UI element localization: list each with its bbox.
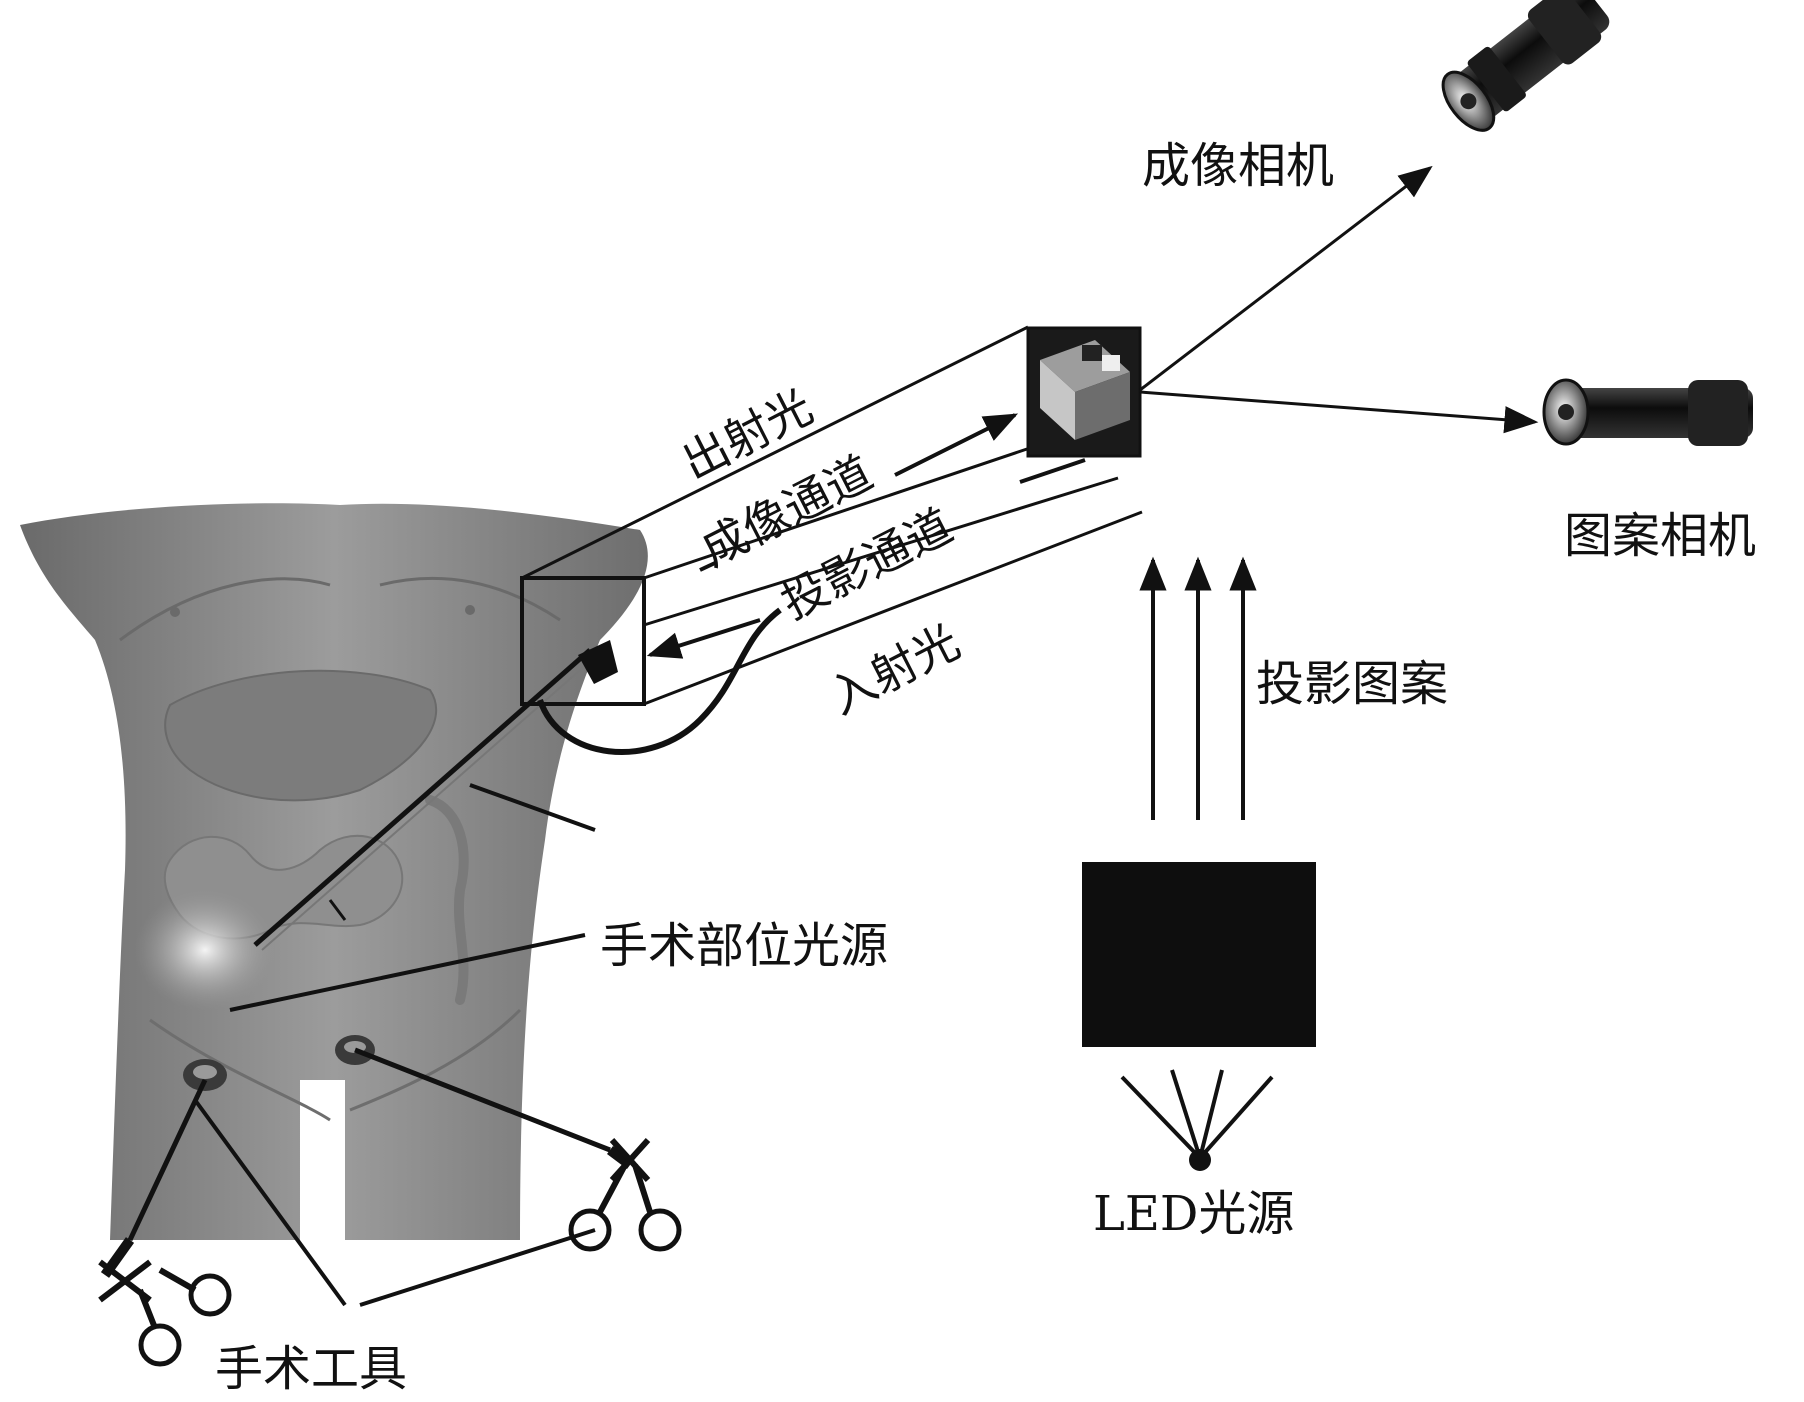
left-nipple [170, 607, 180, 617]
port-left [183, 1059, 227, 1091]
ray-to-imaging-camera [1139, 165, 1433, 392]
projection-pattern-mask [1082, 862, 1316, 1047]
led-light-rays [1120, 1069, 1274, 1171]
surgical-light-leader-line [229, 933, 586, 1012]
right-nipple [465, 605, 475, 615]
probe-cable [537, 607, 782, 755]
surgical-tools-leaders [193, 1098, 596, 1307]
label-surgical-site-light: 手术部位光源 [600, 918, 888, 974]
label-outgoing-light: 出射光 [673, 379, 820, 490]
label-pattern-camera: 图案相机 [1564, 508, 1756, 564]
chest-contour [119, 576, 561, 642]
imaging-camera-illustration [1441, 0, 1610, 132]
imaging-channel-arrow [894, 413, 1019, 477]
beam-splitter-cube [1026, 326, 1142, 458]
pattern-camera-illustration [1542, 378, 1753, 446]
endoscope-probe [253, 607, 782, 951]
liver-shape [164, 669, 438, 802]
projection-channel-arrow [646, 618, 761, 659]
surgical-site-glow [135, 890, 275, 1010]
pelvis-contour [149, 1008, 522, 1122]
near-box [520, 576, 646, 706]
led-point-source [1189, 1149, 1211, 1171]
colon-right [425, 795, 469, 1005]
surgical-tool-left [98, 1078, 232, 1367]
label-led-light-source: LED光源 [1093, 1186, 1294, 1242]
label-imaging-camera: 成像相机 [1142, 138, 1334, 194]
probe-leader-line [469, 783, 596, 832]
projection-arrows [1139, 556, 1257, 820]
label-surgical-tools: 手术工具 [215, 1341, 407, 1397]
imaging-channel-line-a [699, 561, 716, 572]
optical-channel-frustum [520, 325, 1143, 706]
label-incident-light: 入射光 [820, 614, 967, 725]
human-torso-illustration [20, 503, 648, 1240]
ray-to-pattern-camera [1139, 390, 1539, 434]
probe-tip [578, 640, 618, 684]
projection-channel-line [1019, 458, 1086, 484]
label-projected-pattern: 投影图案 [1256, 656, 1448, 712]
surgical-tool-right [354, 1047, 682, 1252]
probe-tick [328, 899, 347, 921]
